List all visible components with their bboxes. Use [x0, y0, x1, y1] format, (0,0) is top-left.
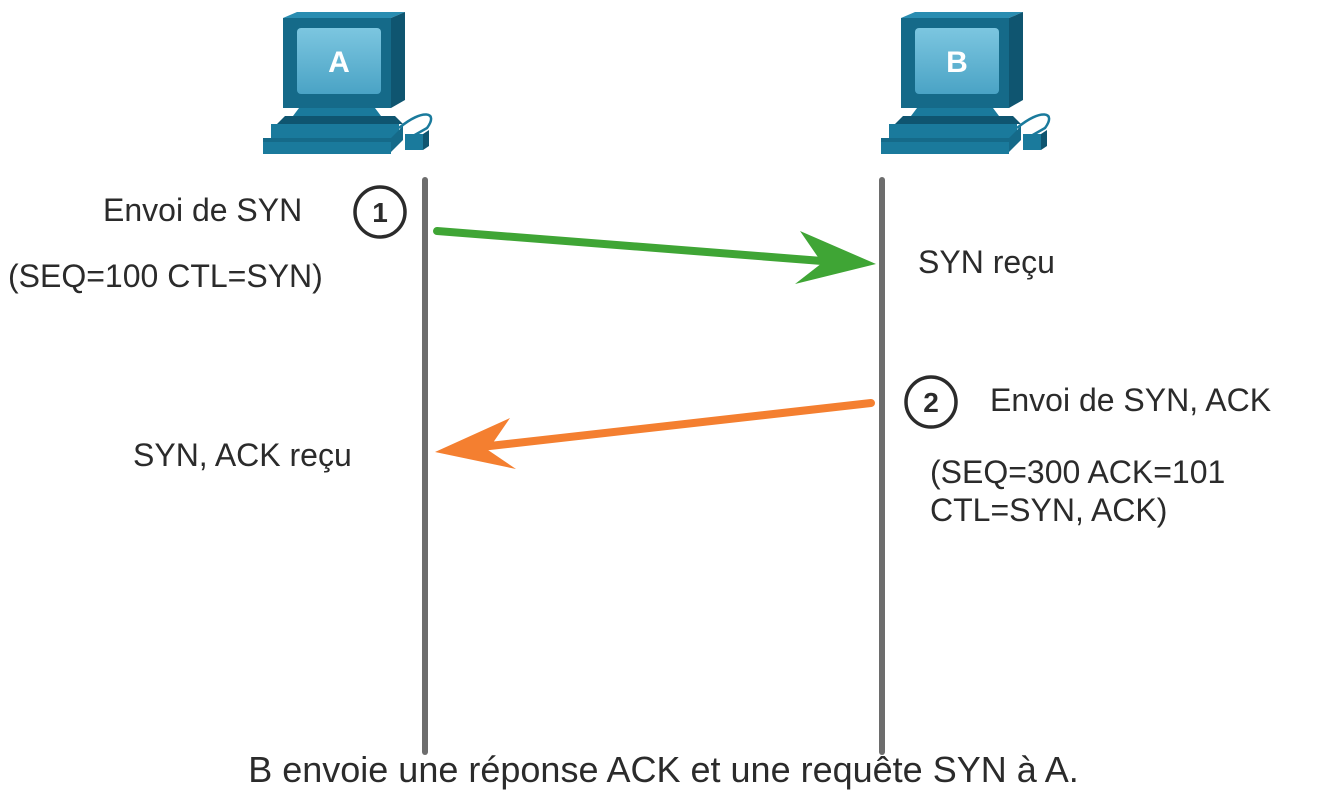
computer-icon: A: [263, 12, 433, 154]
syn-ack-arrow: [435, 399, 875, 469]
step-1-number: 1: [372, 197, 388, 228]
step-2-action: Envoi de SYN, ACK: [990, 382, 1272, 418]
step-1-badge: 1: [353, 185, 407, 239]
host-b-label: B: [946, 46, 968, 79]
syn-arrow: [433, 227, 876, 284]
step-2-badge: 2: [904, 375, 958, 429]
step-1-received: SYN reçu: [918, 244, 1055, 280]
step-2-detail-line: CTL=SYN, ACK): [930, 492, 1168, 528]
step-2-detail: (SEQ=300 ACK=101 CTL=SYN, ACK): [930, 453, 1225, 529]
computer-icon: B: [881, 12, 1051, 154]
step-1-action: Envoi de SYN: [103, 192, 303, 228]
step-2-received: SYN, ACK reçu: [133, 437, 352, 473]
step-2-detail-line: (SEQ=300 ACK=101: [930, 454, 1226, 490]
diagram-caption: B envoie une réponse ACK et une requête …: [248, 749, 1079, 790]
step-1-detail: (SEQ=100 CTL=SYN): [8, 258, 323, 294]
host-a-label: A: [328, 46, 350, 79]
step-2-number: 2: [923, 387, 939, 418]
